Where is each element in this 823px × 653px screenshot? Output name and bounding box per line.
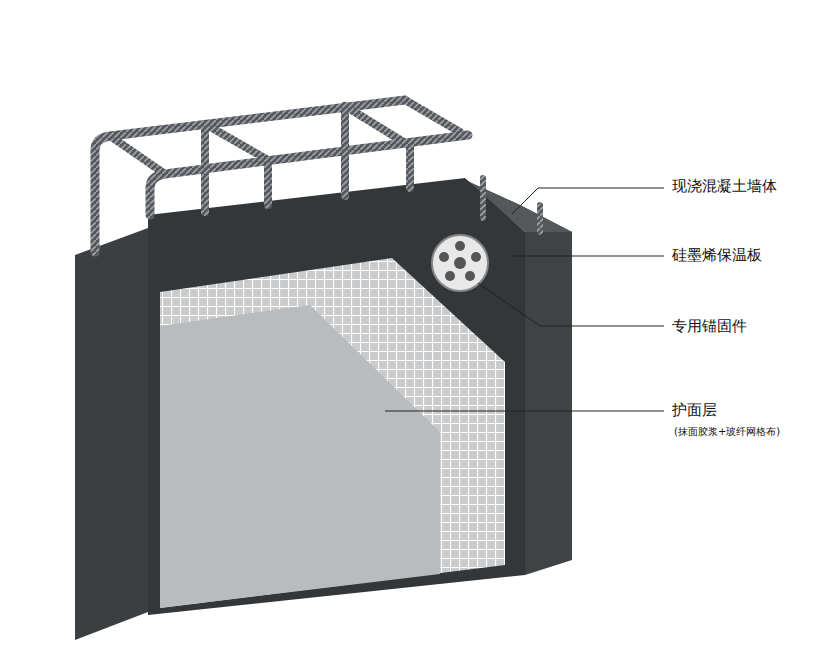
concrete-wall-left (75, 228, 148, 640)
callout-label: (抹面胶浆+玻纤网格布) (672, 425, 782, 439)
callout-label: 现浇混凝土墙体 (670, 177, 779, 196)
anchor-fixing (432, 235, 488, 291)
rebar-cage (95, 100, 540, 252)
plaster-layer (160, 305, 440, 608)
fiberglass-mesh (160, 258, 505, 608)
callout-label: 护面层 (670, 401, 719, 420)
leader-lines (385, 188, 664, 411)
callout-label: 硅墨烯保温板 (670, 246, 764, 265)
callout-label: 专用锚固件 (670, 317, 749, 336)
insulation-board (148, 178, 525, 615)
